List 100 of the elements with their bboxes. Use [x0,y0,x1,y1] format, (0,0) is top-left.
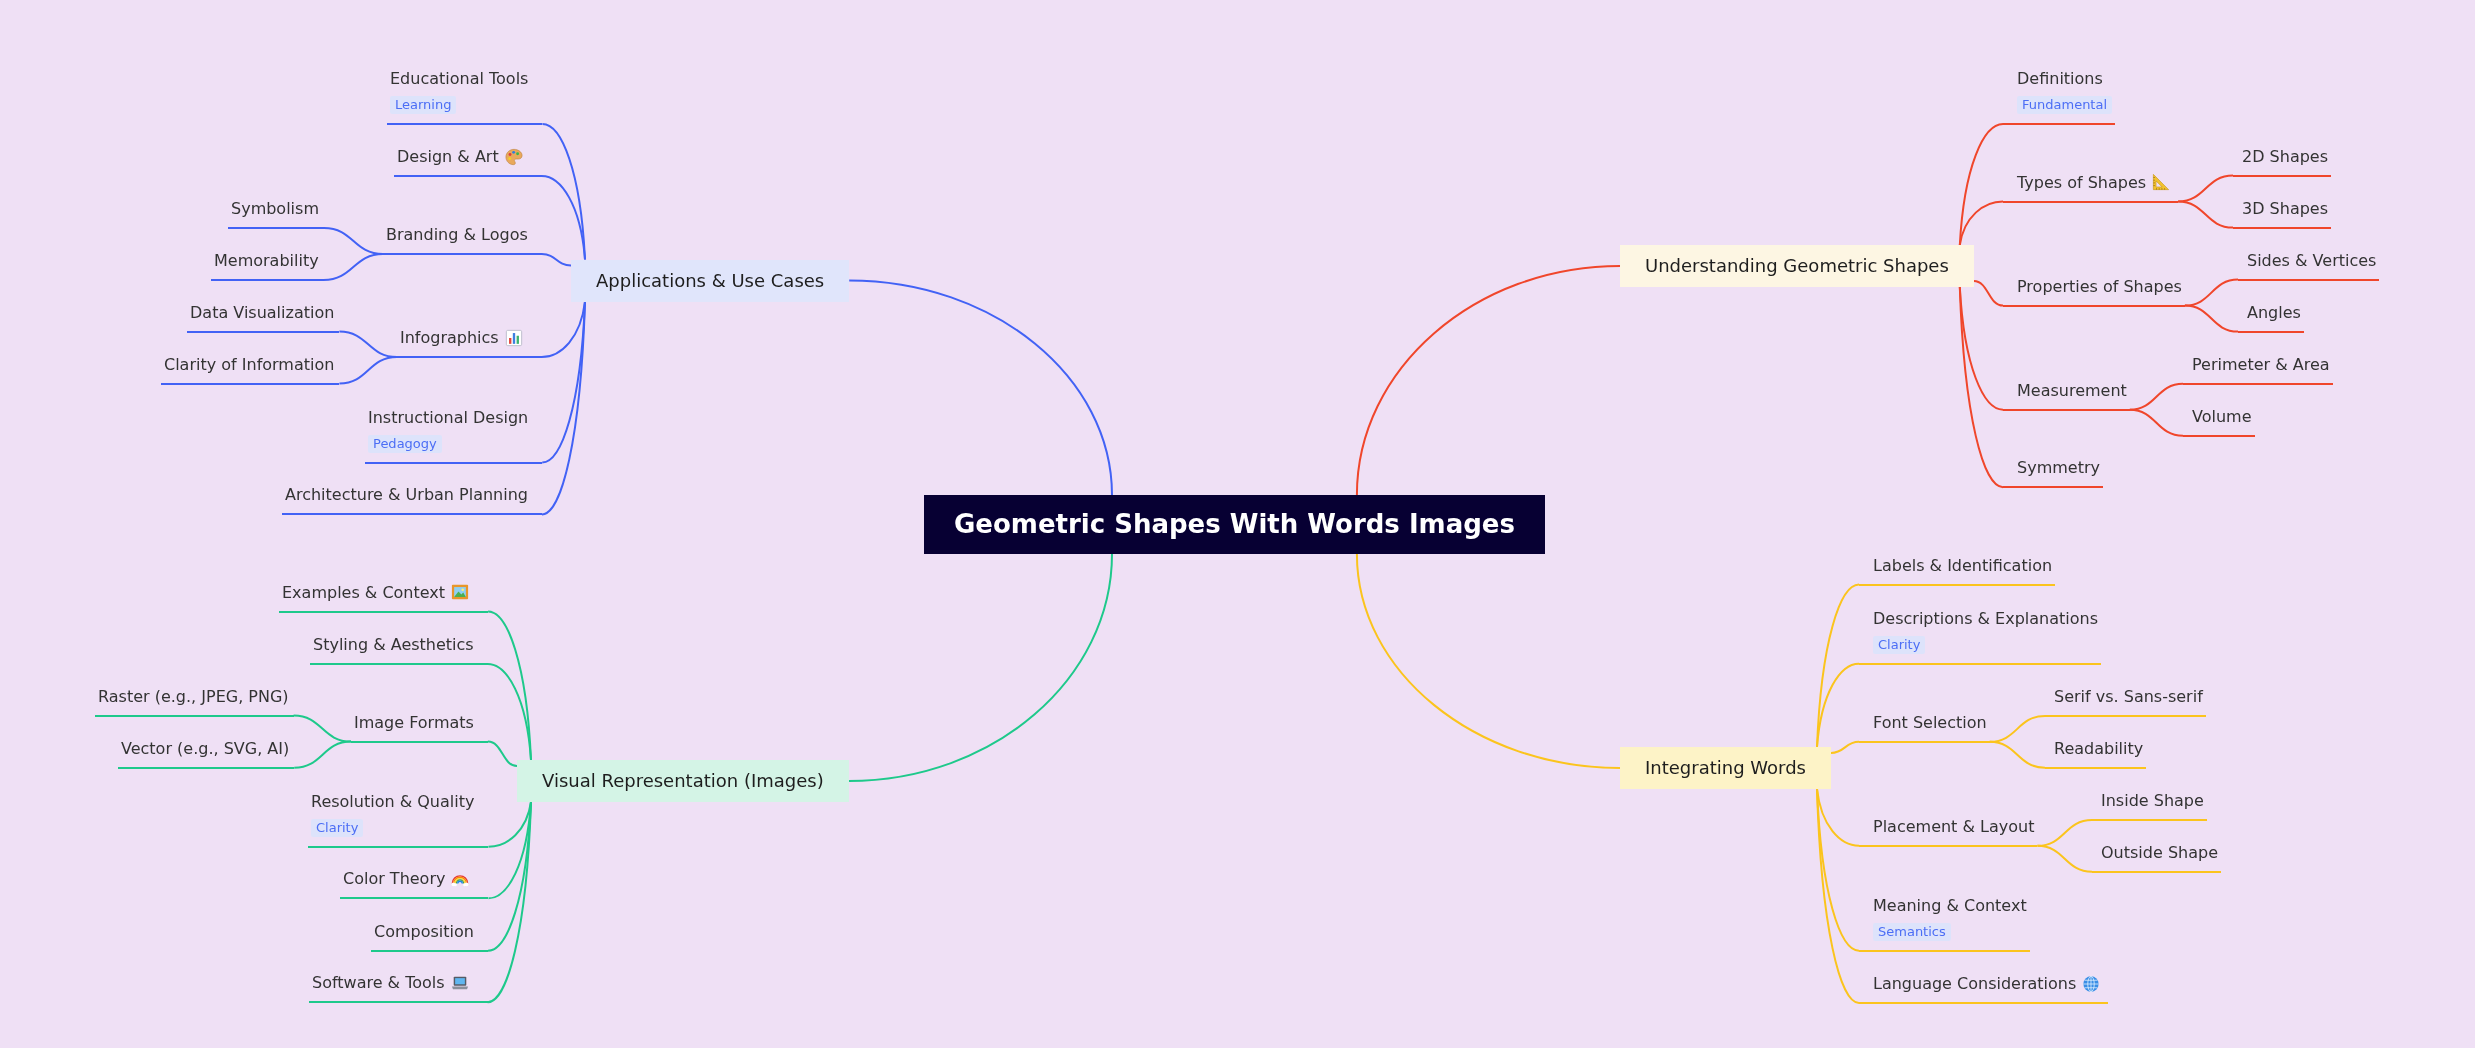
keyword-tag: Fundamental [2017,96,2113,114]
underlined-topic [2092,791,2207,821]
topic-text: Placement & Layout [1873,816,2035,836]
topic-text: Vector (e.g., SVG, AI) [121,738,290,758]
underlined-topic [394,147,542,177]
topic-text: 3D Shapes [2242,198,2329,218]
underlined-topic [1859,974,2109,1004]
topic-text: Font Selection [1873,712,1987,732]
topic-text: Measurement [2017,380,2127,400]
branch-connector [2177,200,2234,229]
topic-text: Integrating Words [1645,757,1806,778]
keyword-tag: Pedagogy [368,434,442,453]
branch-connector [1816,788,1860,1004]
branch-connector [541,300,586,516]
keyword-tag: Learning [390,96,457,114]
branch-connector [486,801,532,1004]
branch-connector [2183,278,2239,307]
topic-text: Symmetry [2017,458,2100,478]
branch-connector [540,175,586,261]
branch-connector [1830,740,1860,754]
topic-text: Raster (e.g., JPEG, PNG) [98,686,289,706]
topic-text: Memorability [214,251,319,270]
topic-text: Inside Shape [2101,791,2204,810]
topic-text: Properties of Shapes [2017,276,2182,296]
underlined-topic [228,199,324,229]
topic-text: Clarity of Information [164,354,335,374]
topic-text: Meaning & Context [1873,895,2027,915]
underlined-topic [387,69,543,125]
branch-connector [847,553,1113,782]
underlined-topic [2003,458,2103,489]
topic-text: Symbolism [231,199,319,218]
topic-text: Data Visualization [190,302,335,322]
topic-text: Understanding Geometric Shapes [1645,255,1949,276]
topic-text: Serif vs. Sans-serif [2054,686,2203,706]
topic-text: Definitions [2017,69,2103,88]
topic-text: Sides & Vertices [2247,250,2377,270]
underlined-topic [340,869,489,900]
topic-text: Color Theory [343,869,446,889]
branch-connector [1958,200,2004,246]
underlined-topic [211,251,324,281]
keyword-tag: Clarity [1873,635,1926,654]
topic-title: Geometric Shapes With Words Images [954,509,1515,539]
topic-text: Architecture & Urban Planning [285,485,528,505]
topic-text: Readability [2054,738,2144,758]
main-topic-box [517,760,849,802]
branch-connector [2177,174,2234,203]
branch-connector [1972,280,2004,307]
topic-text: Visual Representation (Images) [542,770,824,791]
topic-text: Instructional Design [368,407,529,427]
topic-text: Image Formats [354,712,474,732]
topic-text: Composition [374,921,474,941]
branch-connector [322,253,384,281]
main-topic-box [1620,747,1831,789]
branch-connector [1988,740,2046,769]
topic-text: Examples & Context [282,582,446,602]
topic-text: Infographics [400,328,499,347]
topic-text: Educational Tools [390,69,529,88]
topic-text: 2D Shapes [2242,146,2329,166]
underlined-topic [397,328,542,358]
topic-text: Descriptions & Explanations [1873,608,2099,628]
underlined-topic [310,635,488,665]
branch-connector [2036,844,2093,873]
branch-connector [292,714,352,743]
underlined-topic [383,225,542,255]
topic-text: Outside Shape [2101,842,2218,862]
branch-connector [540,253,572,267]
keyword-tag: Semantics [1873,922,1951,941]
topic-text: Language Considerations [1873,974,2077,993]
branch-connector [1355,553,1621,769]
branch-connector [1958,286,2004,489]
underlined-topic [309,973,488,1004]
branch-connector [487,801,532,848]
topic-text: Applications & Use Cases [596,269,825,291]
branch-connector [486,663,532,761]
branch-connector [2183,304,2239,333]
topic-text: Styling & Aesthetics [313,635,474,654]
topic-text: Perimeter & Area [2192,354,2330,374]
branch-connector [2128,408,2184,437]
main-topic-box [1620,245,1974,287]
topic-text: Volume [2192,406,2252,426]
topic-text: Design & Art [397,147,499,166]
branch-connector [1355,265,1621,496]
underlined-topic [279,582,489,613]
main-topic-box [571,259,850,302]
underlined-topic [2003,172,2179,203]
topic-text: Labels & Identification [1873,555,2053,575]
topic-text: Branding & Logos [386,225,528,244]
underlined-topic [2003,69,2116,125]
branch-connector [486,740,518,767]
topic-text: Software & Tools [312,973,445,993]
topic-text: Types of Shapes [2017,172,2147,192]
central-topic-box [924,495,1545,554]
topic-text: Resolution & Quality [311,791,475,811]
branch-connector [338,356,398,385]
branch-connector [1816,662,1860,748]
keyword-tag: Clarity [311,818,364,837]
branch-connector [293,740,352,769]
branch-connector [848,279,1113,496]
topic-text: Angles [2247,302,2301,322]
underlined-topic [282,485,542,516]
